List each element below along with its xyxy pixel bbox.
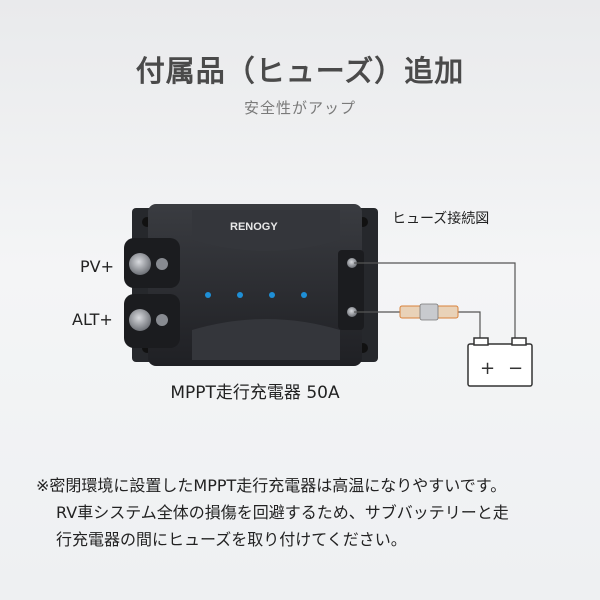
battery-minus-post [511,337,527,346]
led-icon [205,292,211,298]
note-line: ※密閉環境に設置したMPPT走行充電器は高温になりやすいです。 [36,476,507,495]
product-caption: MPPT走行充電器 50A [170,383,340,403]
fuse-holder-icon [419,303,439,321]
page-subtitle: 安全性がアップ [243,99,356,117]
negative-wire [354,262,516,340]
installation-note: ※密閉環境に設置したMPPT走行充電器は高温になりやすいです。 RV車システム全… [36,472,576,553]
pv-terminal-label: PV+ [80,257,114,276]
battery-plus-symbol: + [480,358,495,379]
alt-terminal-label: ALT+ [72,310,113,329]
top-panel [192,210,340,251]
battery-terminal-bolt-icon [347,258,357,268]
brand-logo: RENOGY [230,221,278,233]
alt-terminal-bolt-icon [129,309,151,331]
battery-terminal-block [338,250,364,330]
page-title: 付属品（ヒューズ）追加 [135,54,465,88]
led-icon [237,292,243,298]
positive-wire [458,311,481,340]
led-icon [269,292,275,298]
fuse-diagram-label: ヒューズ接続図 [392,211,490,227]
battery-plus-post [473,337,489,346]
bolt-icon [156,258,168,270]
battery-icon [467,343,533,387]
led-icon [301,292,307,298]
bottom-panel [192,319,340,360]
bolt-icon [156,314,168,326]
pv-terminal-bolt-icon [129,253,151,275]
note-line: 行充電器の間にヒューズを取り付けてください。 [56,530,407,549]
battery-minus-symbol: − [508,358,523,379]
fuse-wiring-diagram: + − [340,240,540,390]
battery-terminal-bolt-icon [347,307,357,317]
pv-terminal-block [124,238,180,288]
note-line: RV車システム全体の損傷を回避するため、サブバッテリーと走 [56,503,509,522]
alt-terminal-block [124,294,180,348]
mppt-charger-image: RENOGY [120,200,390,370]
